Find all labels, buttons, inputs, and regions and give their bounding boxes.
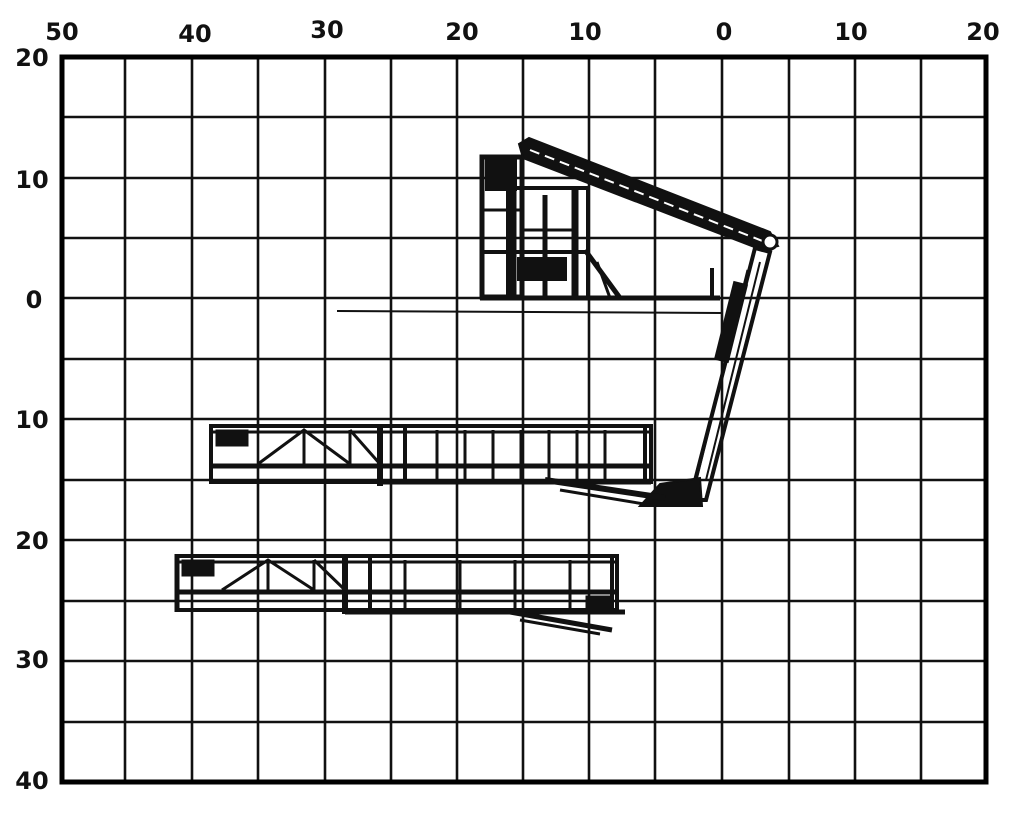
x-tick-label: 20 — [445, 18, 478, 46]
lower-platform-arm — [509, 609, 613, 633]
x-axis-labels: 50 40 30 20 10 0 10 20 — [45, 16, 999, 48]
engine-block — [517, 257, 567, 281]
y-tick-label: 30 — [15, 646, 48, 674]
outrigger-strut — [595, 261, 612, 299]
lower-boom-rail — [705, 261, 761, 481]
upper-boom-rail — [529, 149, 766, 243]
y-tick-label: 10 — [15, 166, 48, 194]
x-tick-label: 20 — [966, 18, 999, 46]
y-axis-labels: 20 10 0 10 20 30 40 — [15, 44, 48, 795]
boom-cylinder — [713, 280, 749, 364]
lower-platform-arm — [519, 618, 601, 636]
y-tick-label: 40 — [15, 767, 48, 795]
lower-platform-basket — [181, 559, 215, 577]
lower-platform-truss — [312, 558, 347, 592]
boom-pivot-icon — [761, 233, 779, 251]
x-tick-label: 0 — [716, 18, 733, 46]
x-tick-label: 10 — [834, 18, 867, 46]
grid-frame — [59, 54, 989, 785]
upper-boom-body — [517, 136, 780, 252]
ground-line — [336, 310, 723, 314]
y-tick-label: 20 — [15, 527, 48, 555]
x-tick-label: 10 — [568, 18, 601, 46]
upper-platform — [209, 424, 653, 486]
grid — [62, 57, 986, 782]
cab-roof — [485, 159, 517, 191]
x-tick-label: 30 — [310, 16, 343, 44]
lower-boom-body — [687, 245, 773, 502]
lower-platform-hinge — [585, 595, 613, 615]
upper-boom — [517, 136, 780, 252]
upper-platform-frame — [209, 424, 653, 484]
y-tick-label: 20 — [15, 44, 48, 72]
upper-platform-truss — [348, 429, 382, 465]
y-tick-label: 10 — [15, 406, 48, 434]
x-tick-label: 40 — [178, 20, 211, 48]
truck-chassis — [479, 154, 720, 301]
x-tick-label: 50 — [45, 18, 78, 46]
y-tick-label: 0 — [26, 286, 43, 314]
lower-platform — [174, 554, 625, 636]
upper-platform-basket — [215, 429, 249, 447]
platform-arm — [559, 488, 651, 507]
